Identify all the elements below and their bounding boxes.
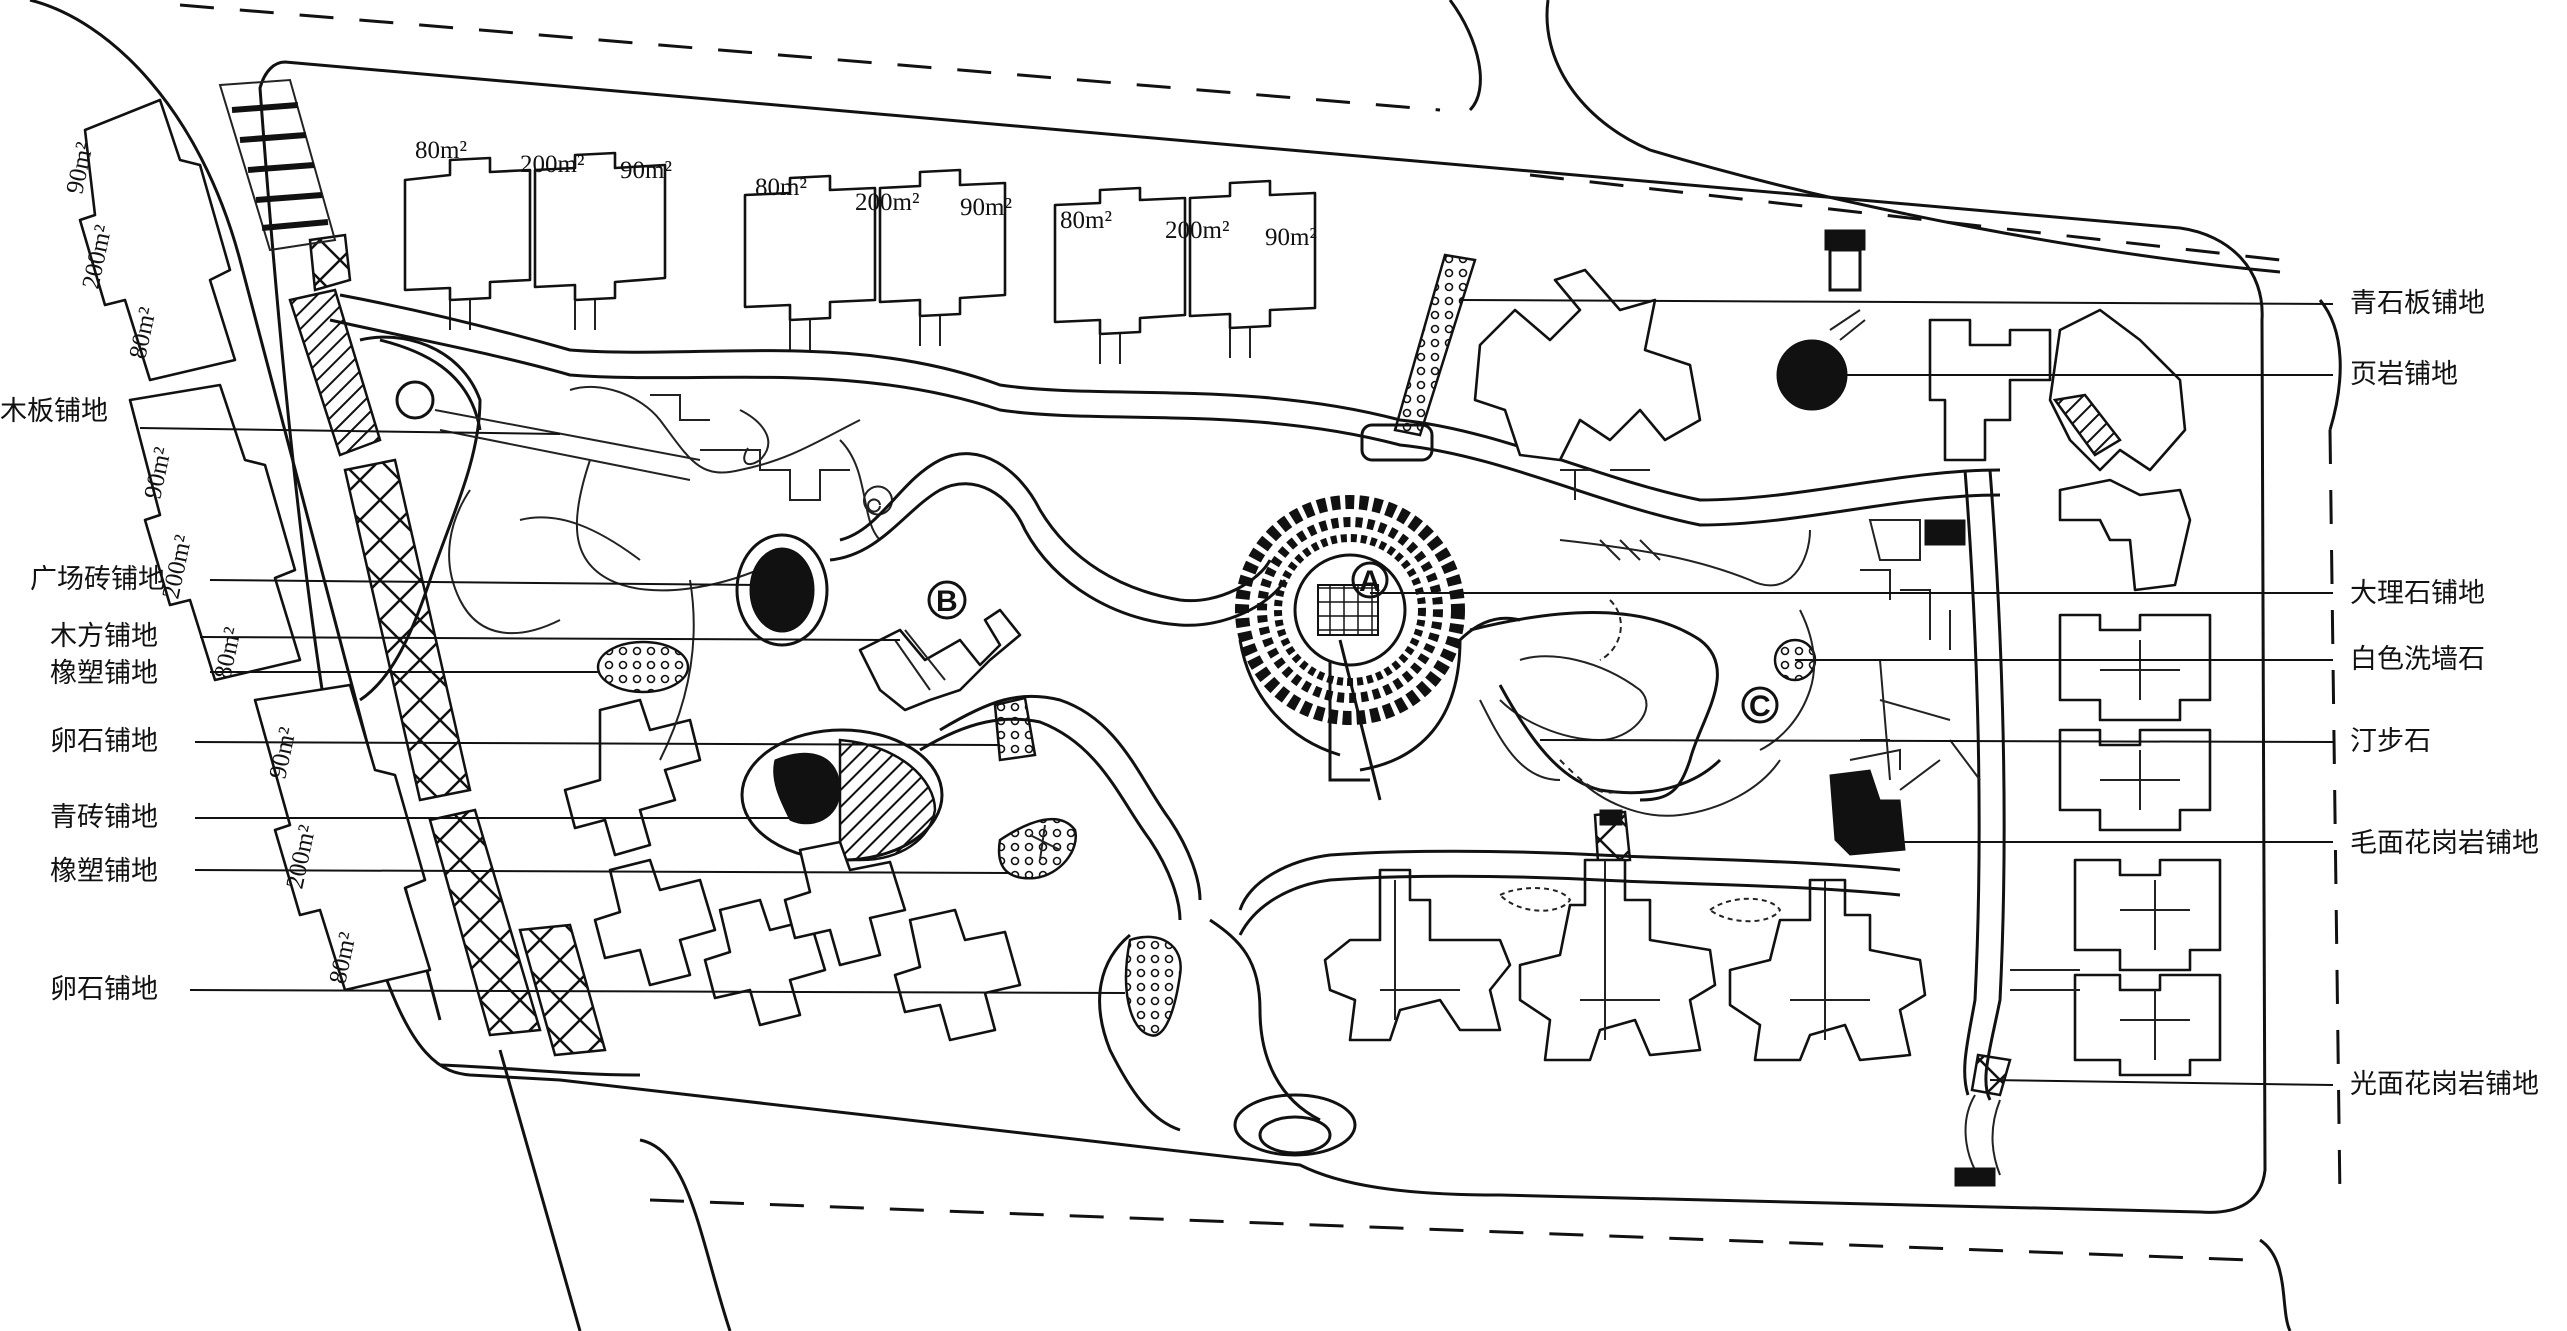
label-rough-granite: 毛面花岗岩铺地 <box>2350 828 2539 859</box>
zone-marker-b: B <box>936 585 958 618</box>
zone-c-garden: C <box>1469 519 1981 802</box>
top-bridge <box>218 78 337 252</box>
label-rubber-2: 橡塑铺地 <box>50 856 158 887</box>
oval-plaza <box>735 533 829 647</box>
unit-label: 90m² <box>960 194 1012 221</box>
label-polished-granite: 光面花岗岩铺地 <box>2350 1069 2539 1100</box>
labels-right: 青石板铺地 页岩铺地 大理石铺地 白色洗墙石 汀步石 毛面花岗岩铺地 光面花岗岩… <box>2350 288 2539 1100</box>
roads <box>29 0 2342 1331</box>
leaders-right <box>1370 299 2334 1086</box>
label-wood-deck: 木板铺地 <box>0 396 108 427</box>
label-stepping-stone: 汀步石 <box>2350 726 2431 757</box>
label-wood-block: 木方铺地 <box>50 621 158 652</box>
unit-label: 90m² <box>1265 224 1317 251</box>
top-buildings <box>403 151 1317 364</box>
unit-label: 90m² <box>620 157 672 184</box>
left-buildings <box>78 98 432 992</box>
label-white-wash-stone: 白色洗墙石 <box>2350 644 2485 675</box>
bottom-buildings <box>1238 849 1927 1062</box>
label-rubber-1: 橡塑铺地 <box>50 658 158 689</box>
left-upper-garden <box>359 335 881 702</box>
zone-b: B <box>858 485 1022 712</box>
zone-marker-c: C <box>1749 690 1771 723</box>
leaders-left <box>139 427 1126 994</box>
rubber-pad-lower <box>997 817 1078 880</box>
unit-label: 80m² <box>415 137 467 164</box>
label-marble: 大理石铺地 <box>2350 578 2485 609</box>
central-stream <box>829 452 1357 1157</box>
site-boundary <box>258 60 2267 1214</box>
zone-a-amphitheatre: A <box>1235 495 1465 801</box>
label-bluestone: 青石板铺地 <box>2350 288 2485 319</box>
unit-label: 200m² <box>1165 217 1229 244</box>
granite-plazas <box>1593 739 2012 1187</box>
unit-labels-top: 80m² 200m² 90m² 80m² 200m² 90m² 80m² 200… <box>415 137 1317 251</box>
right-buildings <box>1928 308 2222 1101</box>
unit-label: 200m² <box>855 189 919 216</box>
label-blue-brick: 青砖铺地 <box>50 802 158 833</box>
unit-label: 80m² <box>1060 207 1112 234</box>
zone-marker-a: A <box>1359 565 1381 598</box>
pebble-brick-plaza <box>740 728 944 862</box>
rubber-pad-upper <box>596 640 690 694</box>
label-pebble-2: 卵石铺地 <box>50 974 158 1005</box>
label-shale: 页岩铺地 <box>2350 359 2458 390</box>
label-pebble-1: 卵石铺地 <box>50 726 158 757</box>
unit-label: 80m² <box>755 174 807 201</box>
labels-left: 木板铺地 广场砖铺地 木方铺地 橡塑铺地 卵石铺地 青砖铺地 橡塑铺地 卵石铺地 <box>0 396 165 1005</box>
upper-mid-buildings <box>1473 229 1866 500</box>
bluestone-entry <box>1360 253 1477 462</box>
main-path-top <box>339 293 2001 502</box>
unit-label: 200m² <box>520 151 584 178</box>
label-plaza-brick: 广场砖铺地 <box>30 564 165 595</box>
